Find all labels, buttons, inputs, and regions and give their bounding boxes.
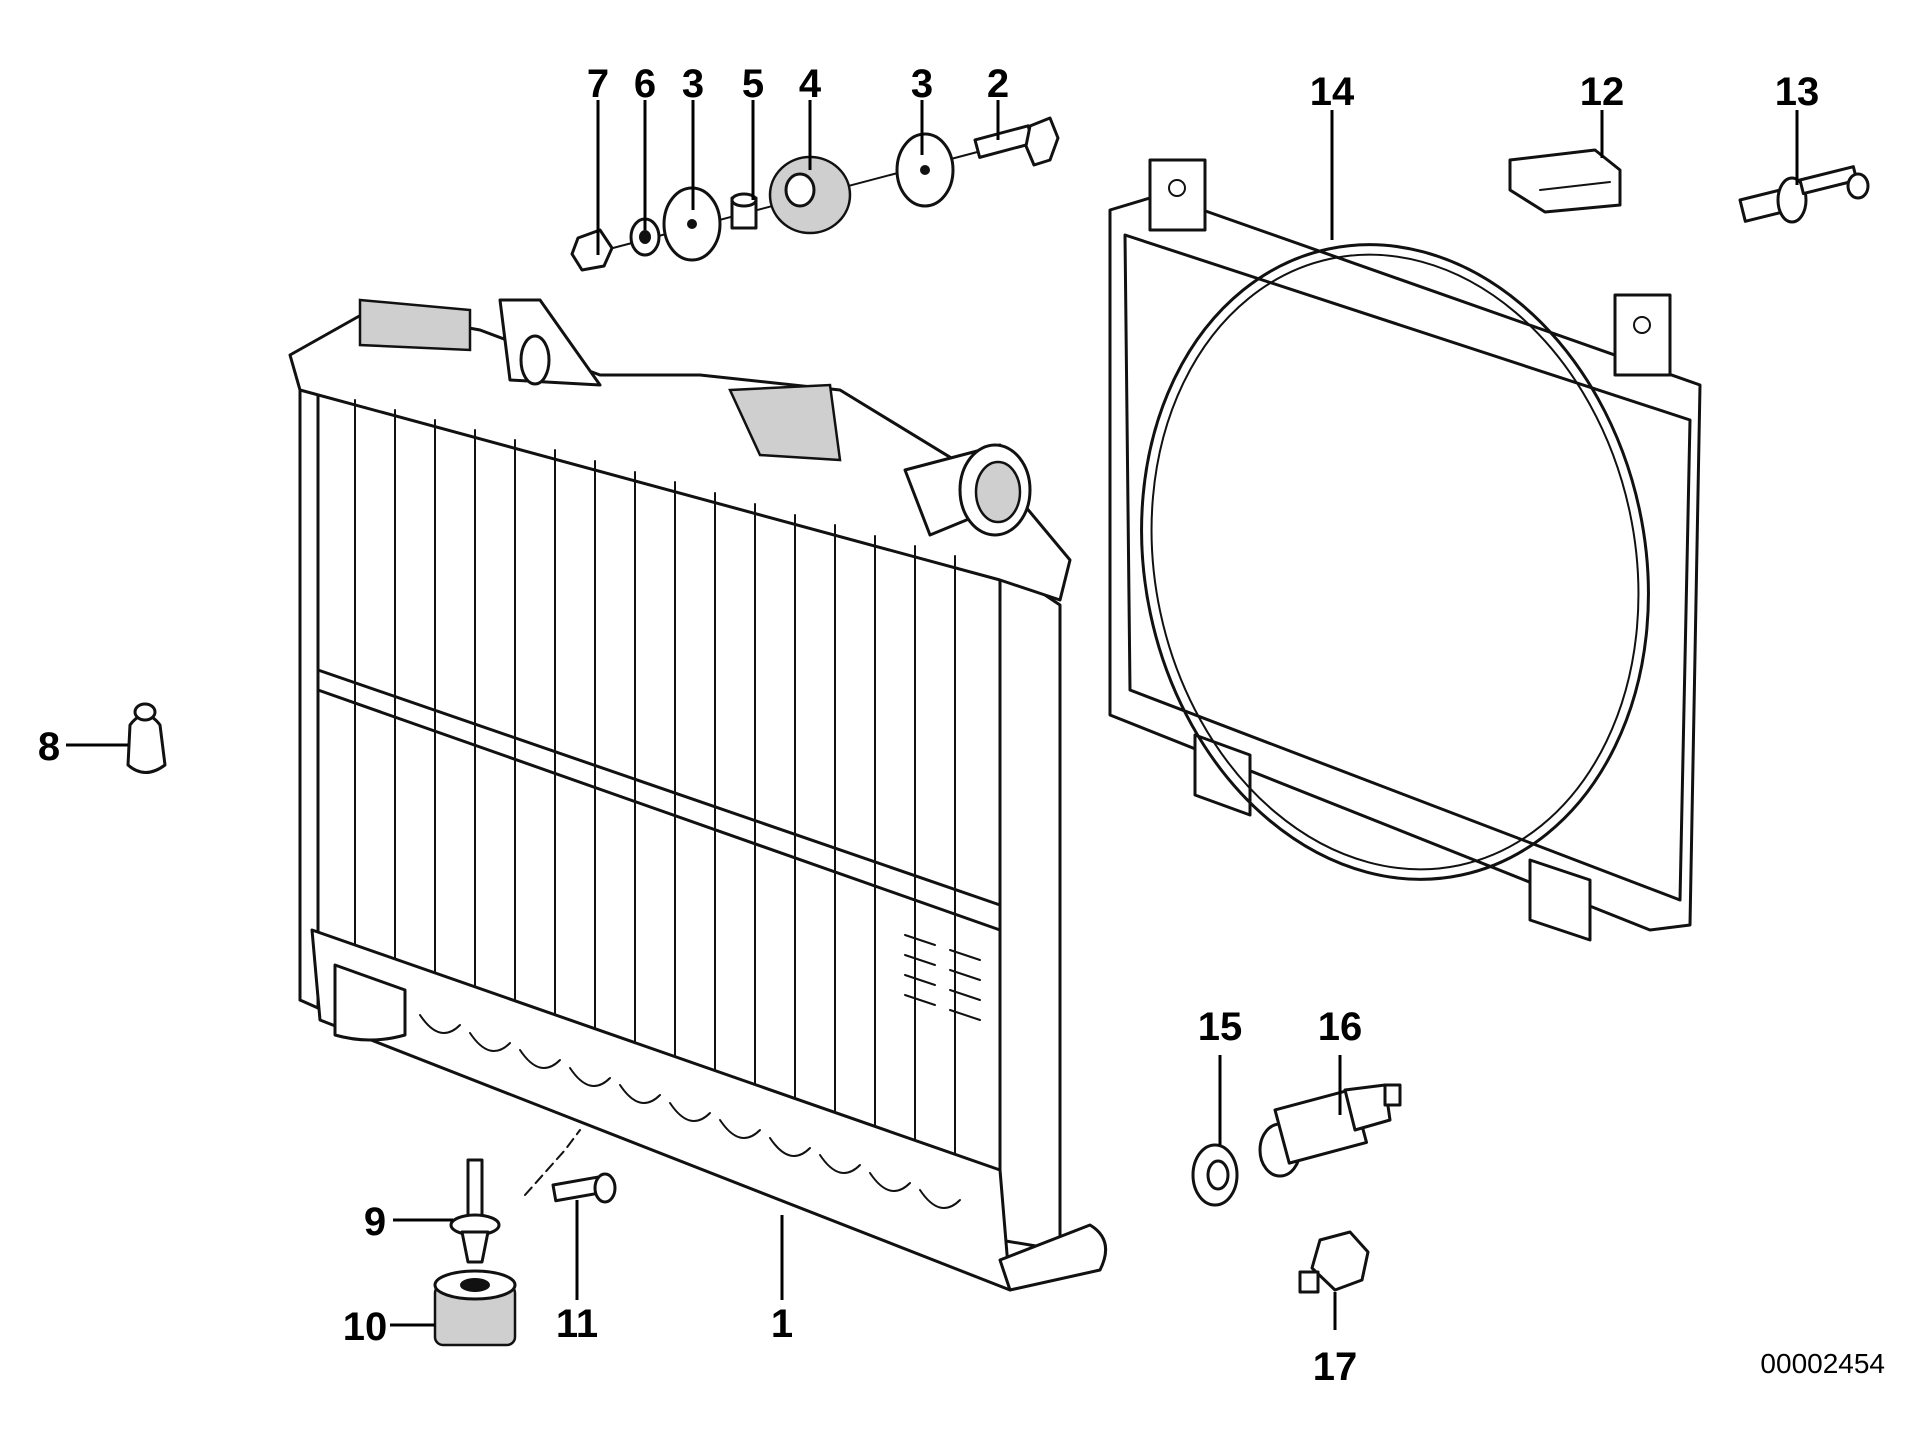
screw: [524, 1129, 617, 1204]
clip: [1508, 148, 1622, 214]
callout-2: 2: [987, 62, 1009, 106]
temperature-sensor: [1298, 1230, 1370, 1294]
callout-11: 11: [556, 1302, 598, 1346]
callout-14: 14: [1310, 70, 1355, 114]
fan-shroud: [1108, 158, 1702, 942]
callout-3b: 3: [911, 62, 933, 106]
leader-lines: [66, 100, 1799, 1330]
callout-15: 15: [1198, 1005, 1243, 1049]
callout-10: 10: [343, 1305, 388, 1349]
callout-13: 13: [1775, 70, 1820, 114]
mounting-hardware-top: [570, 116, 1060, 272]
rubber-mount: [433, 1269, 517, 1347]
mounting-pin: [449, 1158, 501, 1264]
callout-7: 7: [587, 62, 609, 106]
radiator: [288, 298, 1108, 1292]
expanding-rivet: [1738, 165, 1870, 224]
diagram-number: 00002454: [1760, 1348, 1885, 1379]
callout-1: 1: [771, 1302, 793, 1346]
callout-8: 8: [38, 725, 60, 769]
temperature-switch: [1258, 1083, 1402, 1178]
callout-4: 4: [799, 62, 822, 106]
cap-part: [126, 713, 167, 774]
callout-3: 3: [682, 62, 704, 106]
sealing-ring: [1191, 1143, 1239, 1207]
callout-5: 5: [742, 62, 764, 106]
callout-16: 16: [1318, 1005, 1363, 1049]
callout-9: 9: [364, 1200, 386, 1244]
callout-12: 12: [1580, 70, 1625, 114]
callout-6: 6: [634, 62, 656, 106]
callout-17: 17: [1313, 1345, 1358, 1389]
callout-labels: 7 6 3 5 4 3 2 14 12 13 8 9 10 11 1 15 16…: [38, 62, 1819, 1389]
